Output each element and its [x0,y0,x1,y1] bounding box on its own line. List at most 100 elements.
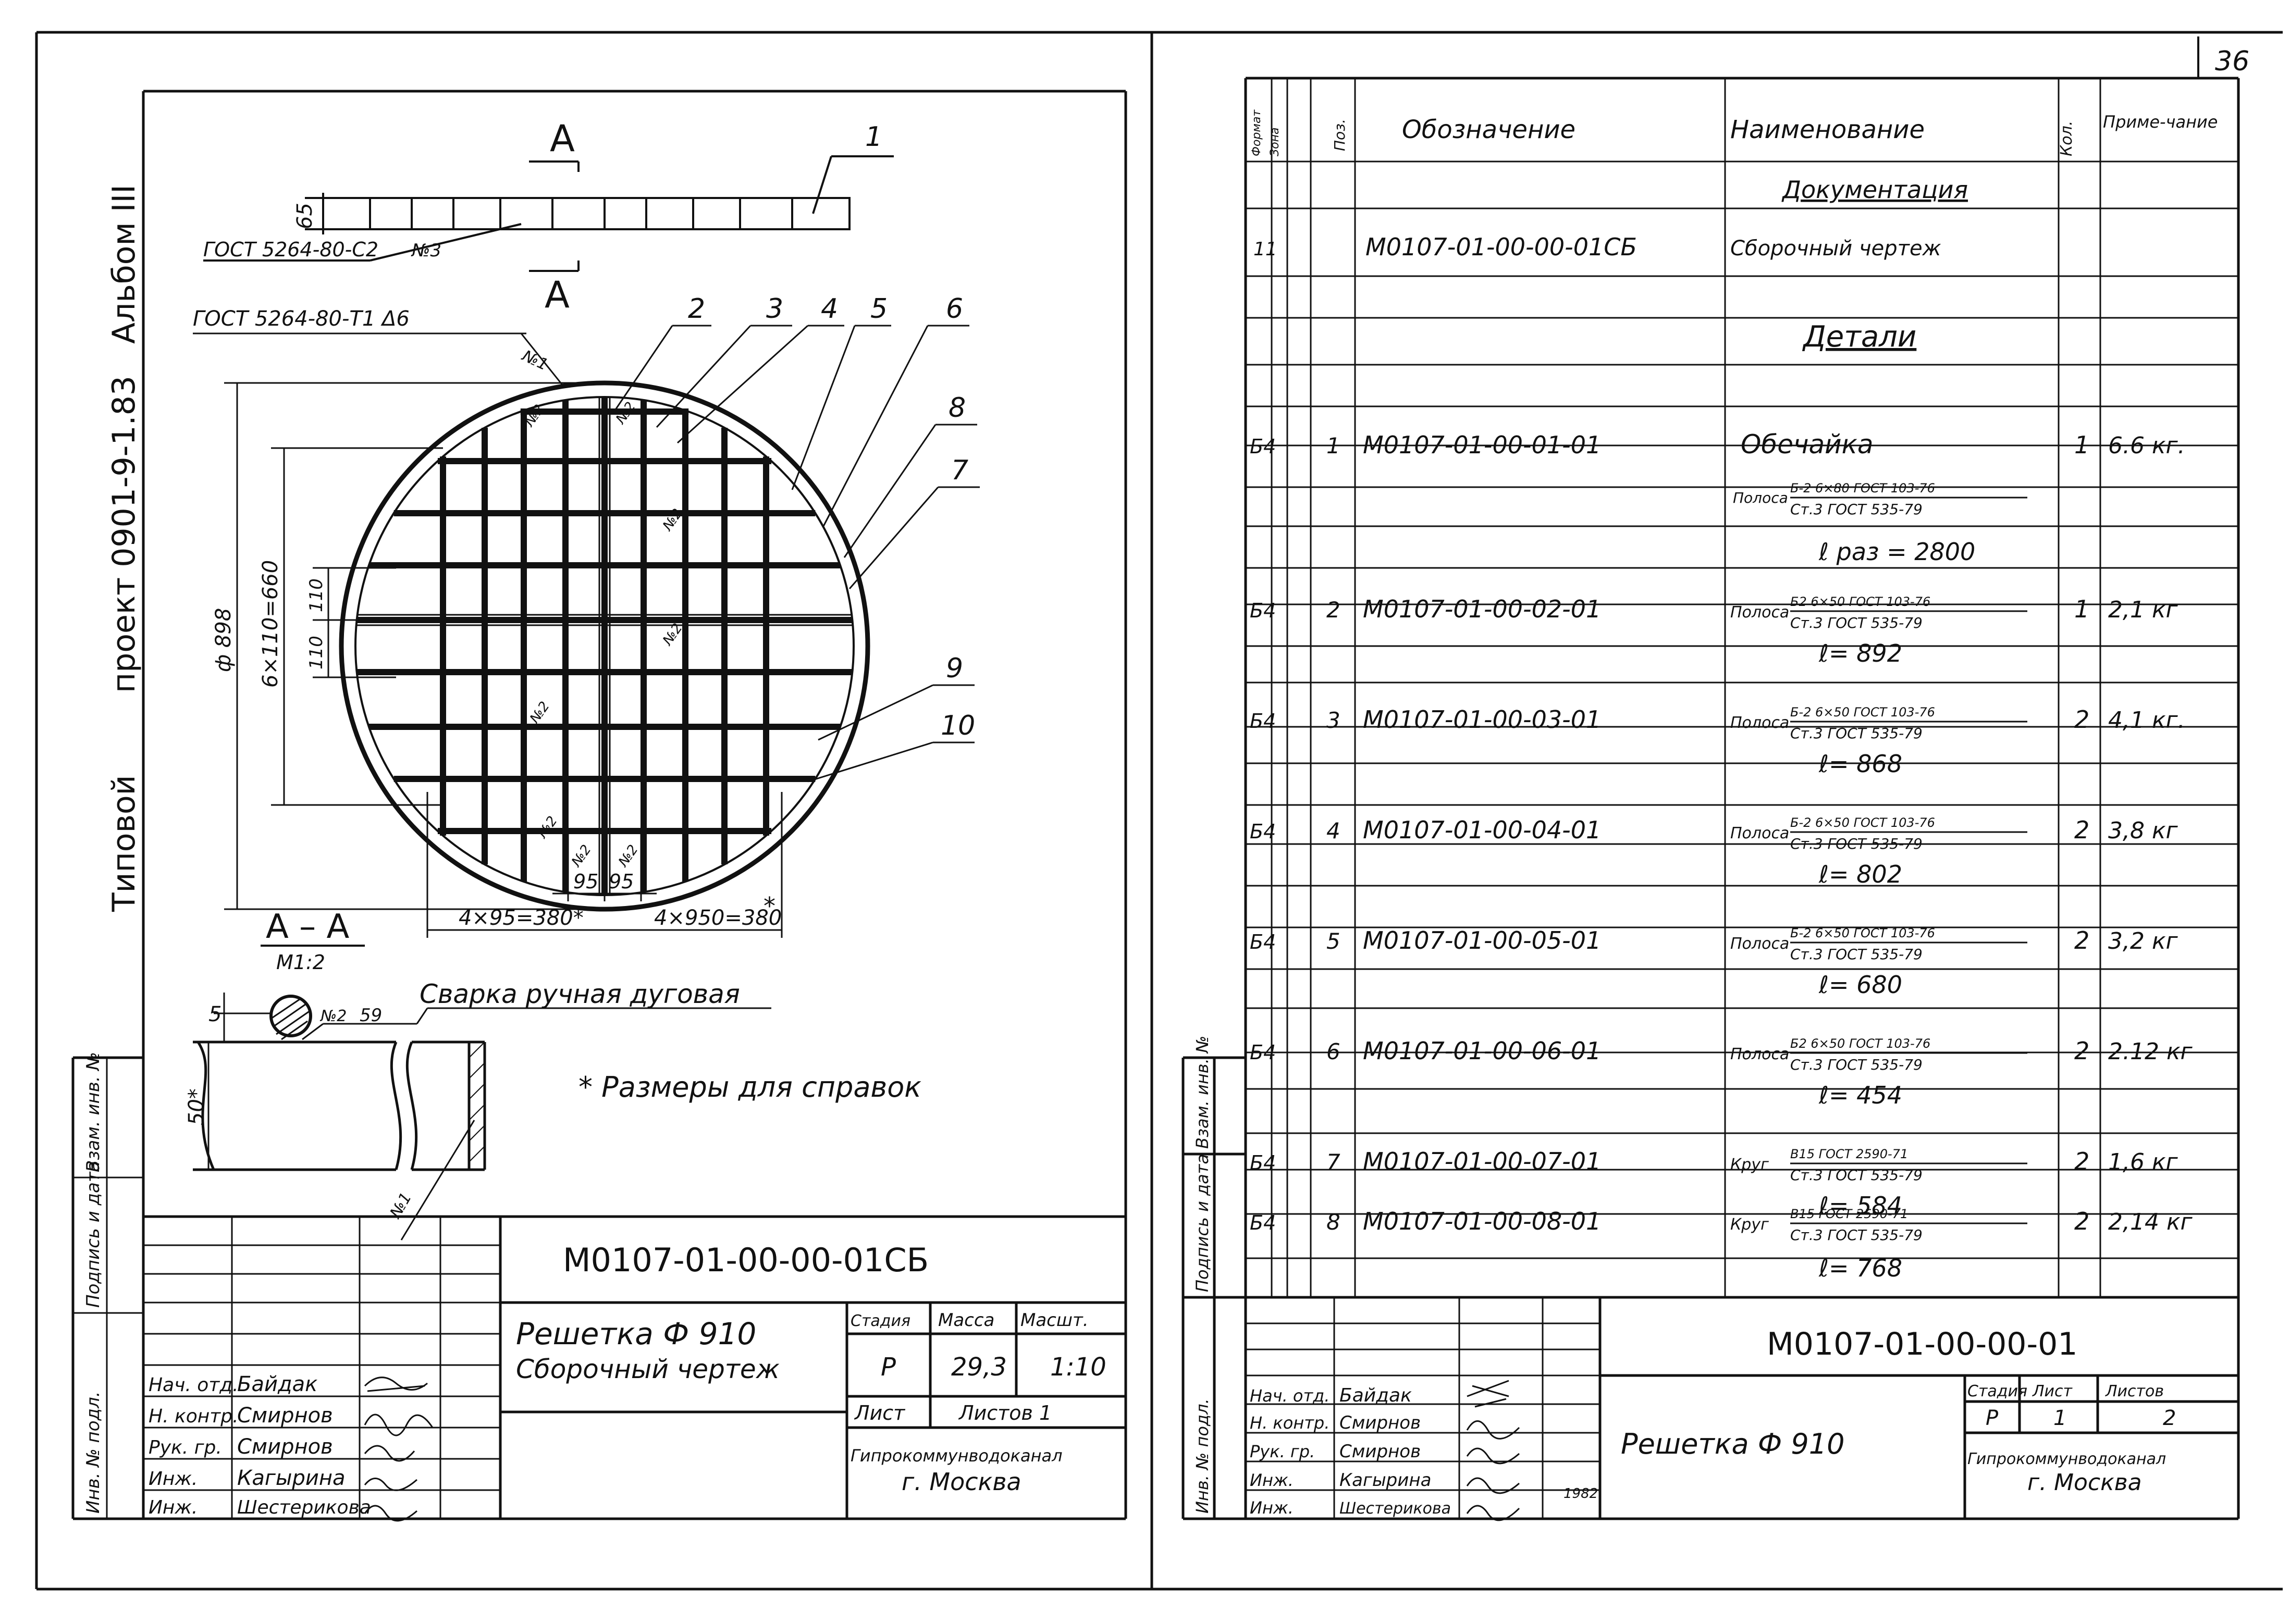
row-material-bottom: Ст.3 ГОСТ 535-79 [1790,1167,1923,1184]
row-pos: 5 [1326,928,1340,954]
weld-note: Сварка ручная дуговая [420,979,740,1009]
spec-table-grid [1245,78,2239,1297]
tb-right-stage: Р [1986,1406,1999,1430]
sig-right-role-2: Н. контр. [1250,1413,1329,1433]
row-material-top: В15 ГОСТ 2590-71 [1790,1207,1908,1221]
section-documentation: Документация [1781,176,1968,204]
dim-right-span: 4×950=380 [654,906,782,930]
left-sheet: Типовой проект 0901-9-1.83 Альбом III Ин… [71,90,1127,1522]
dim-95-right: 95 [609,870,634,893]
hdr-pos: Поз. [1331,119,1348,151]
dim-left-span: 4×95=380* [459,906,584,930]
sig-left-role-2: Н. контр. [149,1406,239,1427]
dim-star: * [764,892,775,920]
row-designation: М0107-01-00-02-01 [1363,595,1601,623]
inner-mark-6: №2 [568,842,595,871]
row-designation: М0107-01-00-05-01 [1363,926,1601,954]
row-format: Б4 [1250,710,1276,733]
side-col-sign: Подпись и дата [83,1161,104,1308]
sig-left-role-4: Инж. [149,1468,198,1490]
row-material-top: Б2 6×50 ГОСТ 103-76 [1790,1036,1930,1051]
tb-left-mass: 29,3 [951,1353,1007,1382]
dim-5: 5 [208,1002,221,1026]
tb-left-org2: г. Москва [902,1468,1021,1496]
tb-left-org1: Гипрокоммунводоканал [851,1446,1063,1466]
row-format: Б4 [1250,820,1276,843]
row-designation: М0107-01-00-04-01 [1363,816,1601,844]
row-format: Б4 [1250,435,1276,458]
sig-right-name-3: Смирнов [1339,1441,1421,1462]
sig-right-role-3: Рук. гр. [1250,1442,1315,1461]
row-note: 1,6 кг [2108,1149,2178,1175]
hdr-format: Формат [1250,109,1263,156]
row-name: Полоса [1730,935,1789,953]
tb-right-sheet-head: Лист [2032,1382,2073,1400]
hdr-qty: Кол. [2058,121,2076,156]
row-designation: М0107-01-00-06-01 [1363,1037,1601,1065]
row-format: Б4 [1250,599,1276,622]
dim-50: 50* [184,1088,208,1125]
hdr-designation: Обозначение [1402,115,1575,144]
row-qty: 2 [2074,926,2089,954]
tb-right-org2: г. Москва [2027,1469,2142,1496]
row-pos: 7 [1326,1149,1340,1175]
tb-left-mass-head: Масса [938,1310,994,1331]
row-pos: 2 [1326,597,1340,623]
doc-row-name: Сборочный чертеж [1730,237,1941,261]
title-block-left: М0107-01-00-00-01СБ Решетка Ф 910 Сбороч… [143,1215,1126,1522]
reference-note: * Размеры для справок [578,1071,921,1104]
side-col-sign-right: Подпись и дата [1192,1154,1212,1292]
side-col-inv: Инв. № подл. [83,1391,104,1514]
inner-mark-7: №2 [615,842,642,871]
hdr-note: Приме-чание [2103,112,2218,132]
row-material-top: В15 ГОСТ 2590-71 [1790,1147,1908,1161]
tb-left-stage-head: Стадия [851,1312,910,1330]
row-pos: 4 [1326,818,1340,844]
row-material-bottom: Ст.3 ГОСТ 535-79 [1790,1226,1923,1244]
inner-mark-8: №2 [534,813,561,842]
row-format: Б4 [1250,1211,1276,1234]
row-name: Полоса [1730,824,1789,842]
side-col-replace-right: Взам. инв. № [1192,1036,1212,1149]
dim-grid: 6×110=660 [258,560,282,688]
row-note: 6.6 кг. [2108,432,2185,459]
row-length: ℓ= 584 [1818,1192,1902,1220]
row-material-bottom: Ст.3 ГОСТ 535-79 [1790,946,1923,963]
title-block-right: М0107-01-00-00-01 Решетка Ф 910 Стадия Л… [1246,1296,2238,1521]
side-stamp-project: проект 0901-9-1.83 [106,376,142,693]
row-length: ℓ= 868 [1818,750,1902,778]
sig-left-name-2: Смирнов [237,1404,333,1428]
section-aa-scale: М1:2 [276,951,325,974]
section-mark-bottom: А [545,274,570,316]
row-material-top: Б2 6×50 ГОСТ 103-76 [1790,594,1930,609]
page-number: 36 [2215,46,2249,77]
row-qty: 2 [2074,705,2089,734]
doc-code-right: М0107-01-00-00-01 [1767,1326,2077,1362]
tb-right-org1: Гипрокоммунводоканал [1967,1450,2166,1468]
row-designation: М0107-01-00-03-01 [1363,705,1601,734]
sig-left-name-4: Кагырина [237,1466,346,1490]
tb-right-sheets: 2 [2163,1406,2176,1430]
row-material-bottom: Ст.3 ГОСТ 535-79 [1790,725,1923,742]
sig-right-name-4: Кагырина [1339,1470,1431,1491]
dim-65: 65 [293,203,317,229]
row-pos: 8 [1326,1209,1340,1235]
row-note: 4,1 кг. [2108,707,2185,734]
pos-4: 4 [821,293,838,325]
row-pos: 6 [1326,1039,1340,1064]
row-designation: М0107-01-00-07-01 [1363,1147,1601,1175]
row-pos: 3 [1326,708,1340,733]
row-format: Б4 [1250,1041,1276,1064]
title-left-line1: Решетка Ф 910 [516,1316,756,1352]
weld-no-plan: №1 [519,346,551,375]
section-parts: Детали [1802,320,1916,354]
row-material-prefix: Полоса [1733,489,1788,506]
row-designation: М0107-01-00-01-01 [1363,431,1601,459]
row-format: Б4 [1250,931,1276,953]
sig-left-name-3: Смирнов [237,1435,333,1459]
doc-row-designation: М0107-01-00-00-01СБ [1365,233,1637,261]
tb-right-sheets-head: Листов [2105,1382,2164,1400]
sig-right-name-2: Смирнов [1339,1412,1421,1433]
